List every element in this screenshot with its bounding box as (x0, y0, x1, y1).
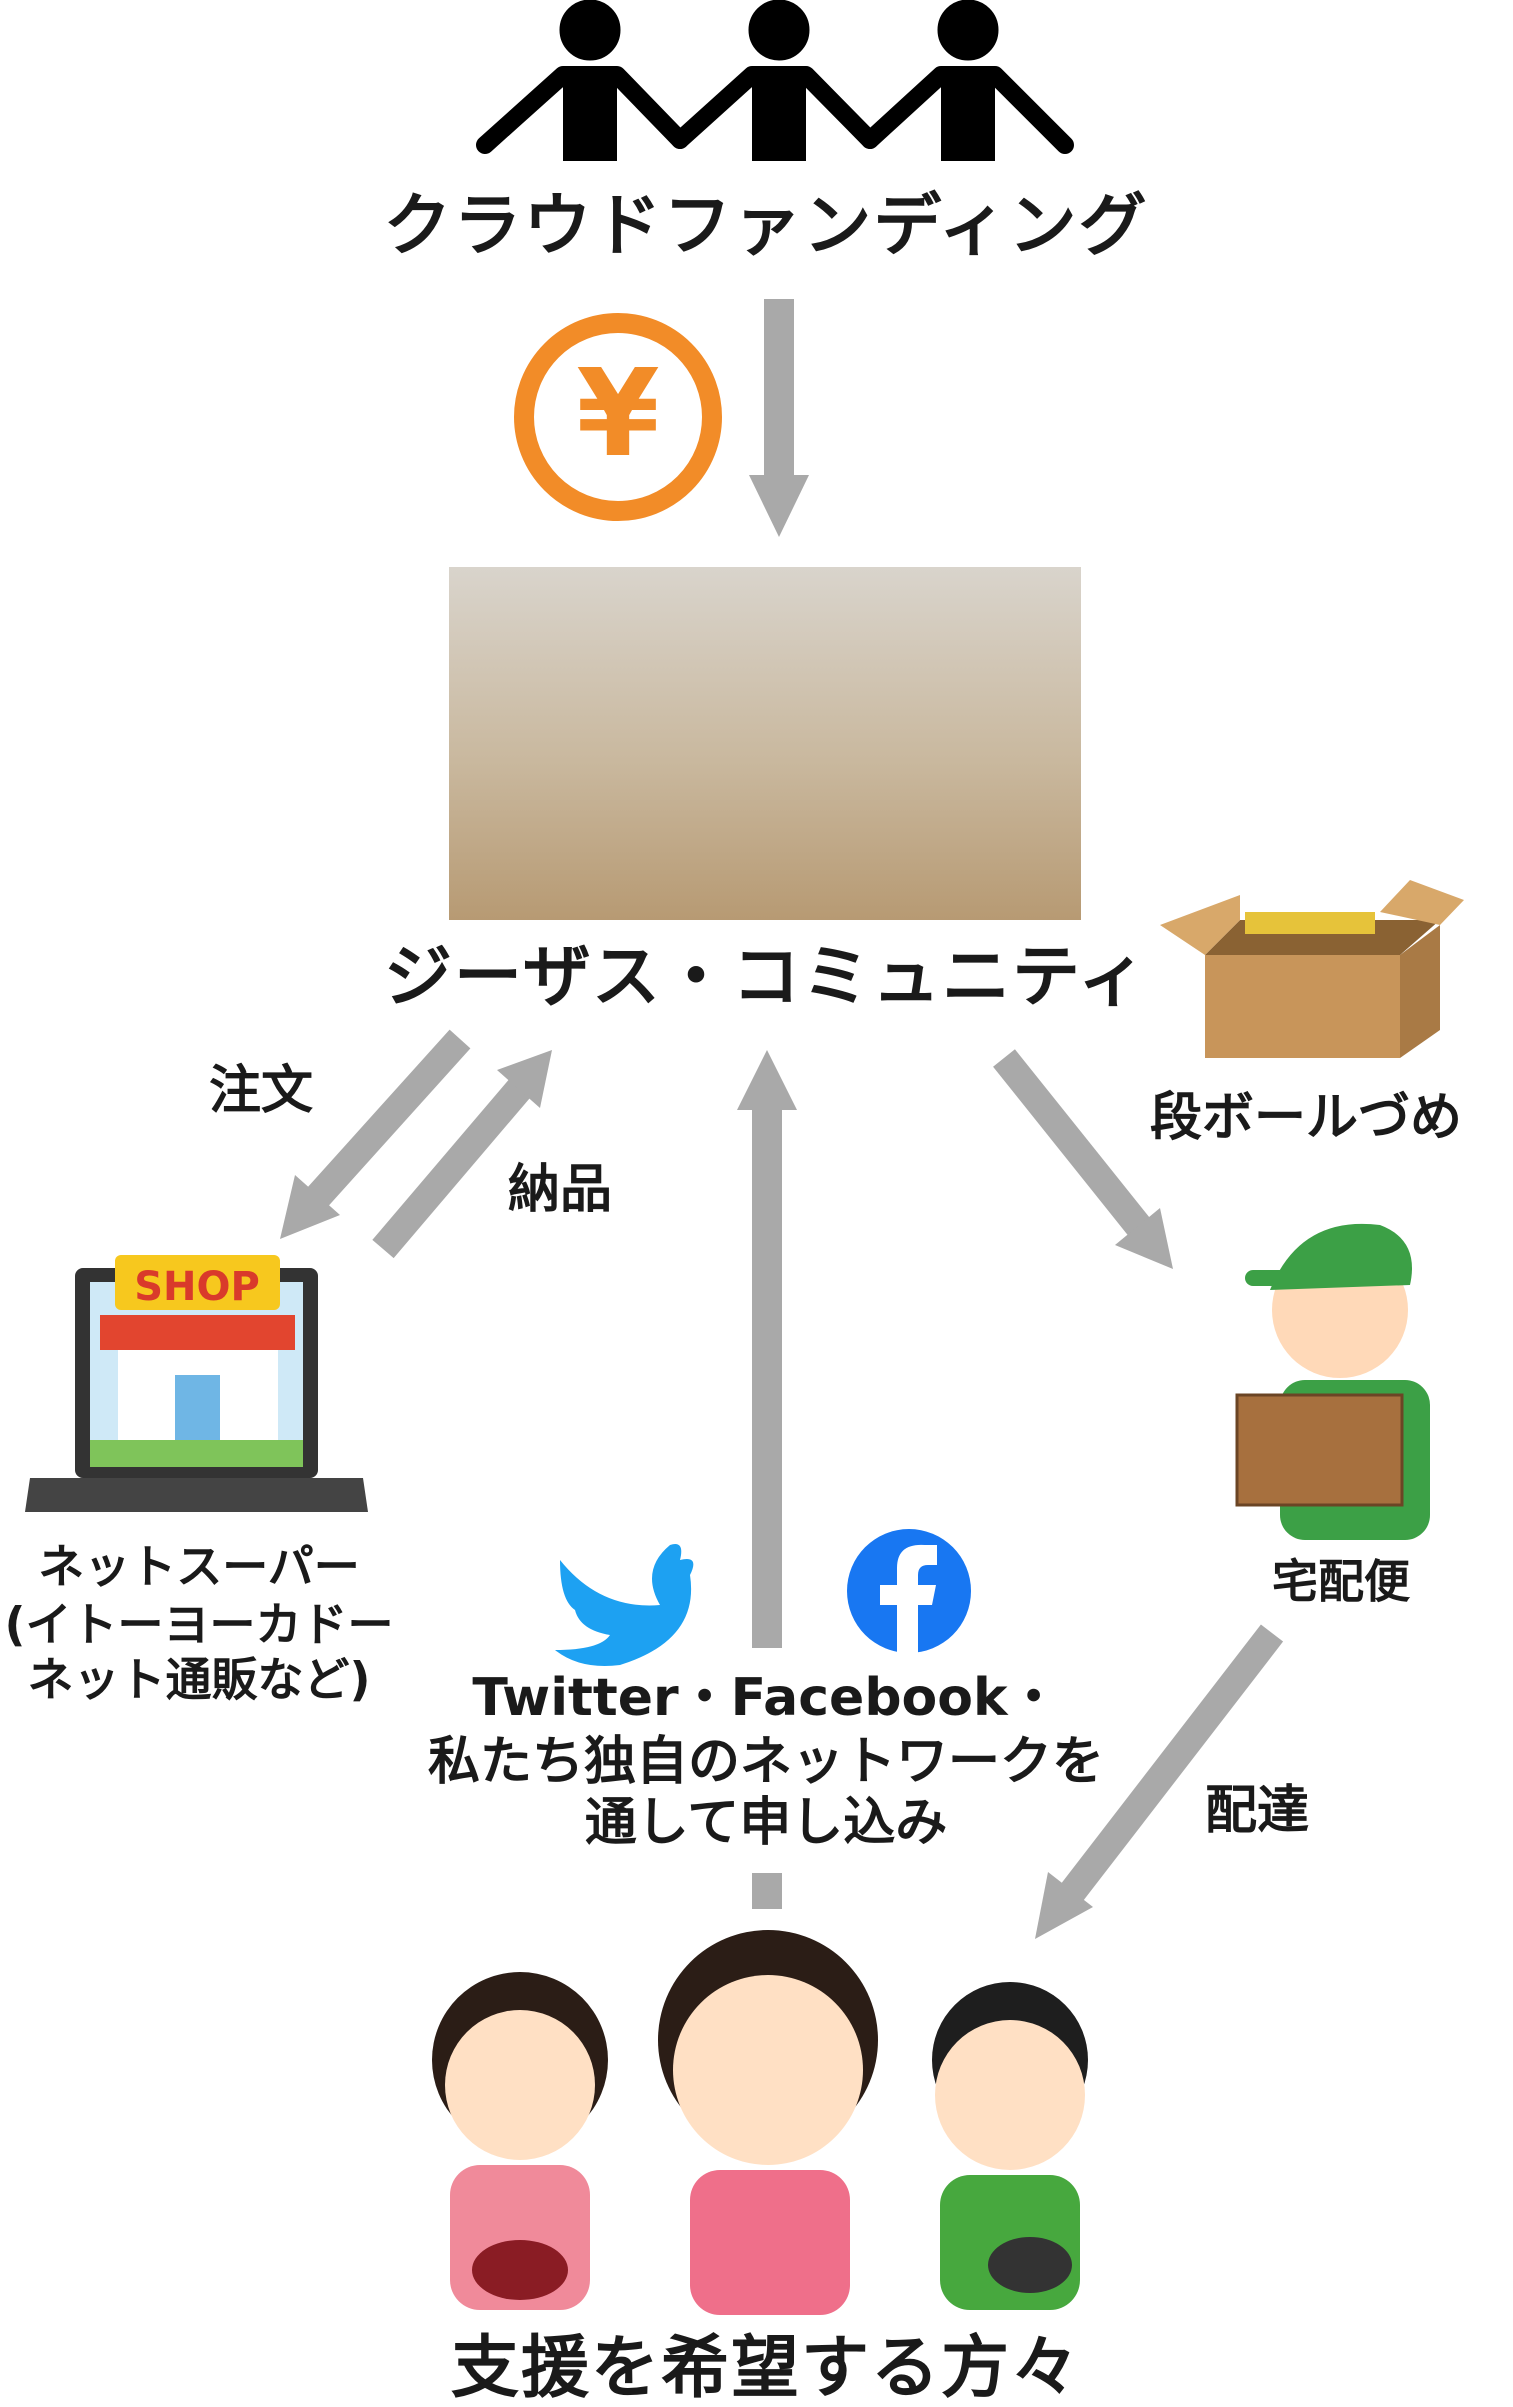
team-photo (449, 567, 1081, 920)
twitter-icon (555, 1544, 694, 1666)
courier-image (1235, 1223, 1430, 1540)
crowdfunding-title: クラウドファンディング (383, 186, 1149, 266)
apply-line-1: Twitter・Facebook・ (472, 1668, 1060, 1729)
beneficiaries-title: 支援を希望する方々 (450, 2328, 1082, 2407)
courier-label: 宅配便 (1272, 1554, 1410, 1609)
arrow-delivery-up (372, 1050, 552, 1259)
online-shop-laptop-image: SHOP (25, 1255, 368, 1512)
yen-icon: ¥ (514, 313, 722, 521)
people-chain-icon (476, 0, 1074, 161)
arrow-deliver (1035, 1624, 1284, 1939)
shop-line-1: ネットスーパー (38, 1539, 360, 1594)
arrow-down-funding (749, 299, 809, 537)
organization-title: ジーザス・コミュニティ (384, 937, 1148, 1017)
cardboard-box-image (1160, 880, 1464, 1058)
packing-label: 段ボールづめ (1149, 1088, 1463, 1149)
apply-line-2: 私たち独自のネットワークを (427, 1732, 1105, 1793)
arrow-order (280, 1029, 471, 1239)
order-label: 注文 (208, 1061, 314, 1122)
beneficiaries-image (432, 1930, 1088, 2315)
svg-text:¥: ¥ (576, 345, 660, 484)
arrow-packing (993, 1049, 1173, 1269)
delivery-label: 納品 (507, 1160, 613, 1221)
shop-line-2: (イトーヨーカドー (4, 1597, 394, 1652)
facebook-icon (847, 1529, 971, 1653)
arrows (280, 299, 1284, 1939)
svg-text:SHOP: SHOP (134, 1264, 260, 1310)
arrow-up-center (737, 1050, 797, 1909)
apply-line-3: 通して申し込み (584, 1793, 948, 1854)
deliver-label: 配達 (1204, 1781, 1310, 1842)
shop-line-3: ネット通販など) (27, 1652, 371, 1707)
